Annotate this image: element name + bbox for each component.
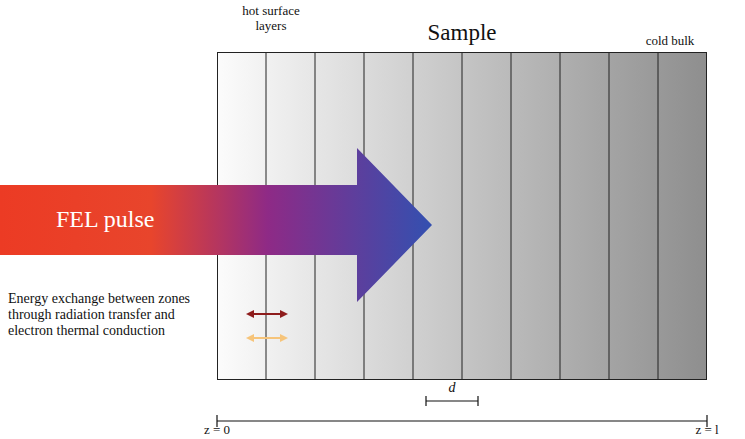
sample-layer [462, 52, 511, 380]
layer-boundary [462, 52, 463, 380]
layer-boundary [560, 52, 561, 380]
sample-layer [658, 52, 707, 380]
region-label: hot surface layers [228, 4, 314, 34]
layer-boundary [511, 52, 512, 380]
thickness-bracket [426, 396, 478, 406]
exchange-arrows [246, 310, 288, 342]
radiation-arrowheads [246, 310, 288, 318]
axis-label: z = l [677, 423, 737, 438]
note: Energy exchange between zones through ra… [8, 291, 213, 339]
sample-layer [560, 52, 609, 380]
radiation-arrow [250, 313, 284, 315]
arrow-label: FEL pulse [56, 206, 154, 233]
conduction-arrowheads [246, 334, 288, 342]
axis-label: z = 0 [187, 423, 247, 438]
conduction-arrow [250, 337, 284, 339]
layer-boundary [658, 52, 659, 380]
dimension-label: d [442, 380, 462, 396]
sample-layer [511, 52, 560, 380]
fel-pulse-arrow: FEL pulse [0, 148, 434, 302]
sample-layer [609, 52, 658, 380]
arrow-shape [0, 148, 432, 302]
box-heading: Sample [218, 20, 706, 46]
layer-boundary [609, 52, 610, 380]
depth-axis [217, 415, 707, 427]
region-label: cold bulk [630, 34, 710, 49]
